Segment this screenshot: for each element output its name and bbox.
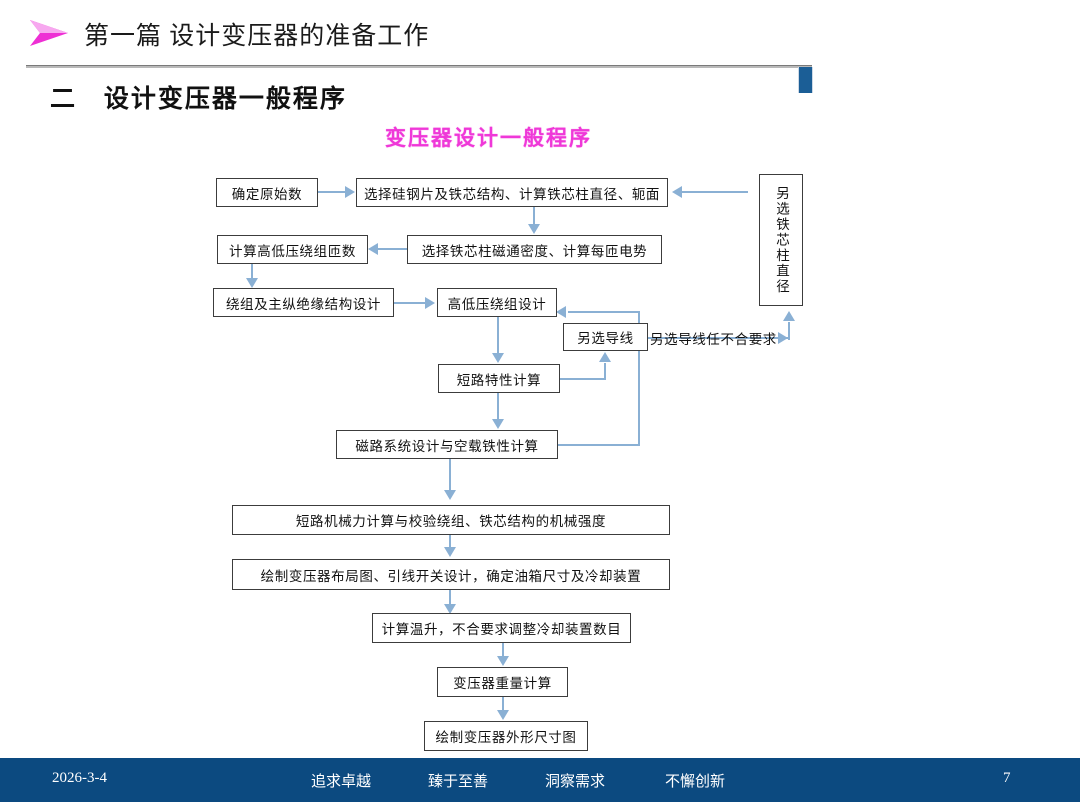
edge-n6-n7 — [497, 317, 500, 354]
edge-n5-n6 — [393, 302, 426, 305]
flow-node-n10[interactable]: 绘制变压器布局图、引线开关设计，确定油箱尺寸及冷却装置 — [232, 559, 670, 590]
edge-n8-n9 — [449, 459, 452, 491]
flow-node-n8[interactable]: 磁路系统设计与空载铁性计算 — [336, 430, 558, 459]
edge-n1-n2 — [318, 191, 346, 194]
diagram-title: 变压器设计一般程序 — [385, 127, 592, 150]
edge-n4-n5 — [251, 264, 254, 280]
flow-node-n3[interactable]: 选择铁芯柱磁通密度、计算每匝电势 — [407, 235, 662, 264]
edge-n11-n12-arrowhead — [497, 656, 509, 666]
edge-n9-n10 — [449, 535, 452, 548]
edge-n7-n14-v — [604, 363, 607, 380]
edge-n8-n6-h1 — [558, 444, 640, 447]
edge-n10-n11 — [449, 590, 452, 605]
accent-tab — [798, 67, 813, 93]
footer-slogan-1: 追求卓越 — [311, 774, 372, 790]
flow-node-n9[interactable]: 短路机械力计算与校验绕组、铁芯结构的机械强度 — [232, 505, 670, 535]
flow-node-n11[interactable]: 计算温升，不合要求调整冷却装置数目 — [372, 613, 631, 643]
edge-n8-n6-h2 — [568, 311, 640, 314]
edge-n7-n14-arrowhead — [599, 352, 611, 362]
footer-slogan-4: 不懈创新 — [665, 774, 726, 790]
footer-slogan-2: 臻于至善 — [428, 774, 489, 790]
edge-n5-n6-arrowhead — [425, 297, 435, 309]
edge-n3-n4-arrowhead — [368, 243, 378, 255]
edge-n14-n15-v — [788, 322, 791, 340]
footer-page-number: 7 — [1003, 770, 1011, 786]
flow-node-n6[interactable]: 高低压绕组设计 — [437, 288, 557, 317]
edge-n10-n11-arrowhead — [444, 604, 456, 614]
edge-n15-n2-h — [682, 191, 748, 194]
flow-node-n1[interactable]: 确定原始数 — [216, 178, 318, 207]
edge-n8-n9-arrowhead — [444, 490, 456, 500]
section-title-text: 设计变压器一般程序 — [103, 85, 347, 113]
edge-n14-n15-h — [648, 337, 790, 340]
edge-n2-n3 — [533, 207, 536, 226]
edge-n12-n13 — [502, 697, 505, 711]
edge-n8-n6-v — [638, 313, 641, 446]
section-number: 二 — [50, 85, 78, 113]
edge-n2-n3-arrowhead — [528, 224, 540, 234]
edge-n6-n7-arrowhead — [492, 353, 504, 363]
flow-node-n2[interactable]: 选择硅钢片及铁芯结构、计算铁芯柱直径、轭面 — [356, 178, 668, 207]
footer-date: 2026-3-4 — [52, 770, 107, 786]
edge-n7-n8 — [497, 393, 500, 420]
edge-n3-n4 — [378, 248, 407, 251]
flow-node-n15[interactable]: 另选铁芯柱直径 — [759, 174, 803, 306]
edge-n4-n5-arrowhead — [246, 278, 258, 288]
section-heading: 二 设计变压器一般程序 — [50, 79, 347, 115]
flow-node-n12[interactable]: 变压器重量计算 — [437, 667, 568, 697]
flow-node-n13[interactable]: 绘制变压器外形尺寸图 — [424, 721, 588, 751]
edge-label-arrowhead — [778, 332, 788, 344]
flow-node-n14[interactable]: 另选导线 — [563, 323, 648, 351]
edge-n1-n2-arrowhead — [345, 186, 355, 198]
edge-n8-n6-arrowhead — [556, 306, 566, 318]
edge-n7-n14-h — [560, 378, 606, 381]
edge-n15-n2-arrowhead — [672, 186, 682, 198]
flow-node-n7[interactable]: 短路特性计算 — [438, 364, 560, 393]
footer-bar: 2026-3-4 追求卓越 臻于至善 洞察需求 不懈创新 7 — [0, 758, 1080, 802]
page-title: 第一篇 设计变压器的准备工作 — [84, 23, 430, 50]
flow-node-n5[interactable]: 绕组及主纵绝缘结构设计 — [213, 288, 394, 317]
edge-n12-n13-arrowhead — [497, 710, 509, 720]
footer-slogan-3: 洞察需求 — [545, 774, 606, 790]
triangle-right-icon — [26, 16, 72, 50]
edge-label-another-wire: 另选导线任不合要求 — [650, 332, 777, 347]
edge-n7-n8-arrowhead — [492, 419, 504, 429]
edge-n14-n15-arrowhead — [783, 311, 795, 321]
flow-node-n4[interactable]: 计算高低压绕组匝数 — [217, 235, 368, 264]
edge-n11-n12 — [502, 643, 505, 657]
edge-n9-n10-arrowhead — [444, 547, 456, 557]
header-divider — [26, 65, 812, 68]
